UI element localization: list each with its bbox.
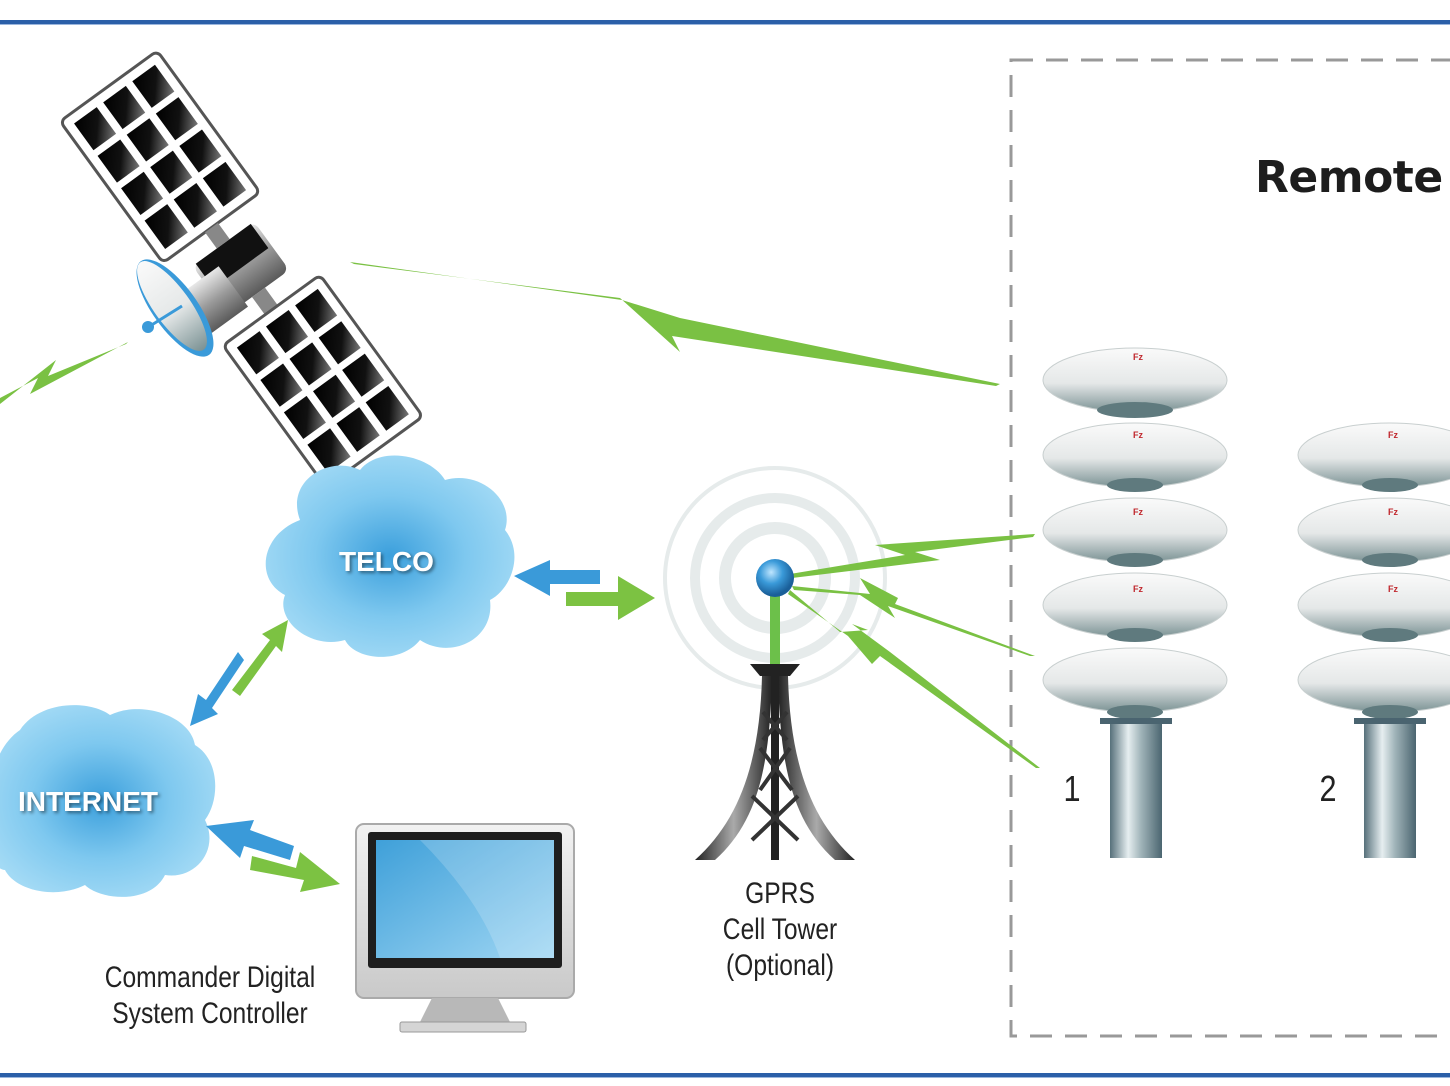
controller-monitor-icon bbox=[355, 823, 575, 1033]
cell-tower-label-line1: GPRS bbox=[745, 877, 815, 910]
cell-tower-label-line2: Cell Tower bbox=[722, 913, 838, 946]
siren-2-number: 2 bbox=[1319, 768, 1337, 809]
controller-label: Commander Digital System Controller bbox=[87, 960, 333, 1032]
wireless-links-tower-siren bbox=[788, 534, 1040, 768]
svg-text:Fz: Fz bbox=[1388, 584, 1398, 594]
arrow-internet-to-telco bbox=[232, 620, 288, 696]
wireless-link-satellite-siren bbox=[350, 262, 1000, 386]
internet-label: INTERNET bbox=[18, 786, 158, 817]
svg-text:Fz: Fz bbox=[1388, 430, 1398, 440]
internet-cloud-icon bbox=[0, 705, 216, 897]
svg-text:Fz: Fz bbox=[1133, 352, 1143, 362]
svg-text:Fz: Fz bbox=[1133, 584, 1143, 594]
satellite-dish-icon bbox=[136, 259, 249, 357]
arrow-telco-to-tower bbox=[566, 576, 655, 620]
svg-text:Fz: Fz bbox=[1133, 507, 1143, 517]
telco-cloud-icon bbox=[265, 455, 515, 657]
remote-site-title: Remote S bbox=[1255, 152, 1450, 203]
arrow-telco-to-internet bbox=[190, 652, 244, 726]
remote-site-boundary bbox=[1009, 58, 1450, 1038]
telco-label: TELCO bbox=[339, 546, 434, 577]
svg-text:Fz: Fz bbox=[1388, 507, 1398, 517]
controller-label-line2: System Controller bbox=[112, 997, 308, 1030]
satellite-icon bbox=[60, 51, 422, 487]
siren-1-number: 1 bbox=[1063, 768, 1081, 809]
arrow-tower-to-telco bbox=[514, 560, 600, 596]
svg-text:Fz: Fz bbox=[1133, 430, 1143, 440]
wireless-link-satellite-left bbox=[0, 342, 128, 404]
arrow-controller-to-internet bbox=[206, 820, 294, 860]
controller-label-line1: Commander Digital bbox=[104, 961, 316, 994]
cell-tower-label: GPRS Cell Tower (Optional) bbox=[698, 876, 862, 984]
cell-tower-icon bbox=[695, 559, 855, 860]
cell-tower-label-line3: (Optional) bbox=[725, 949, 835, 982]
top-rule bbox=[0, 20, 1450, 25]
arrow-internet-to-controller bbox=[250, 852, 340, 892]
bottom-rule bbox=[0, 1073, 1450, 1078]
